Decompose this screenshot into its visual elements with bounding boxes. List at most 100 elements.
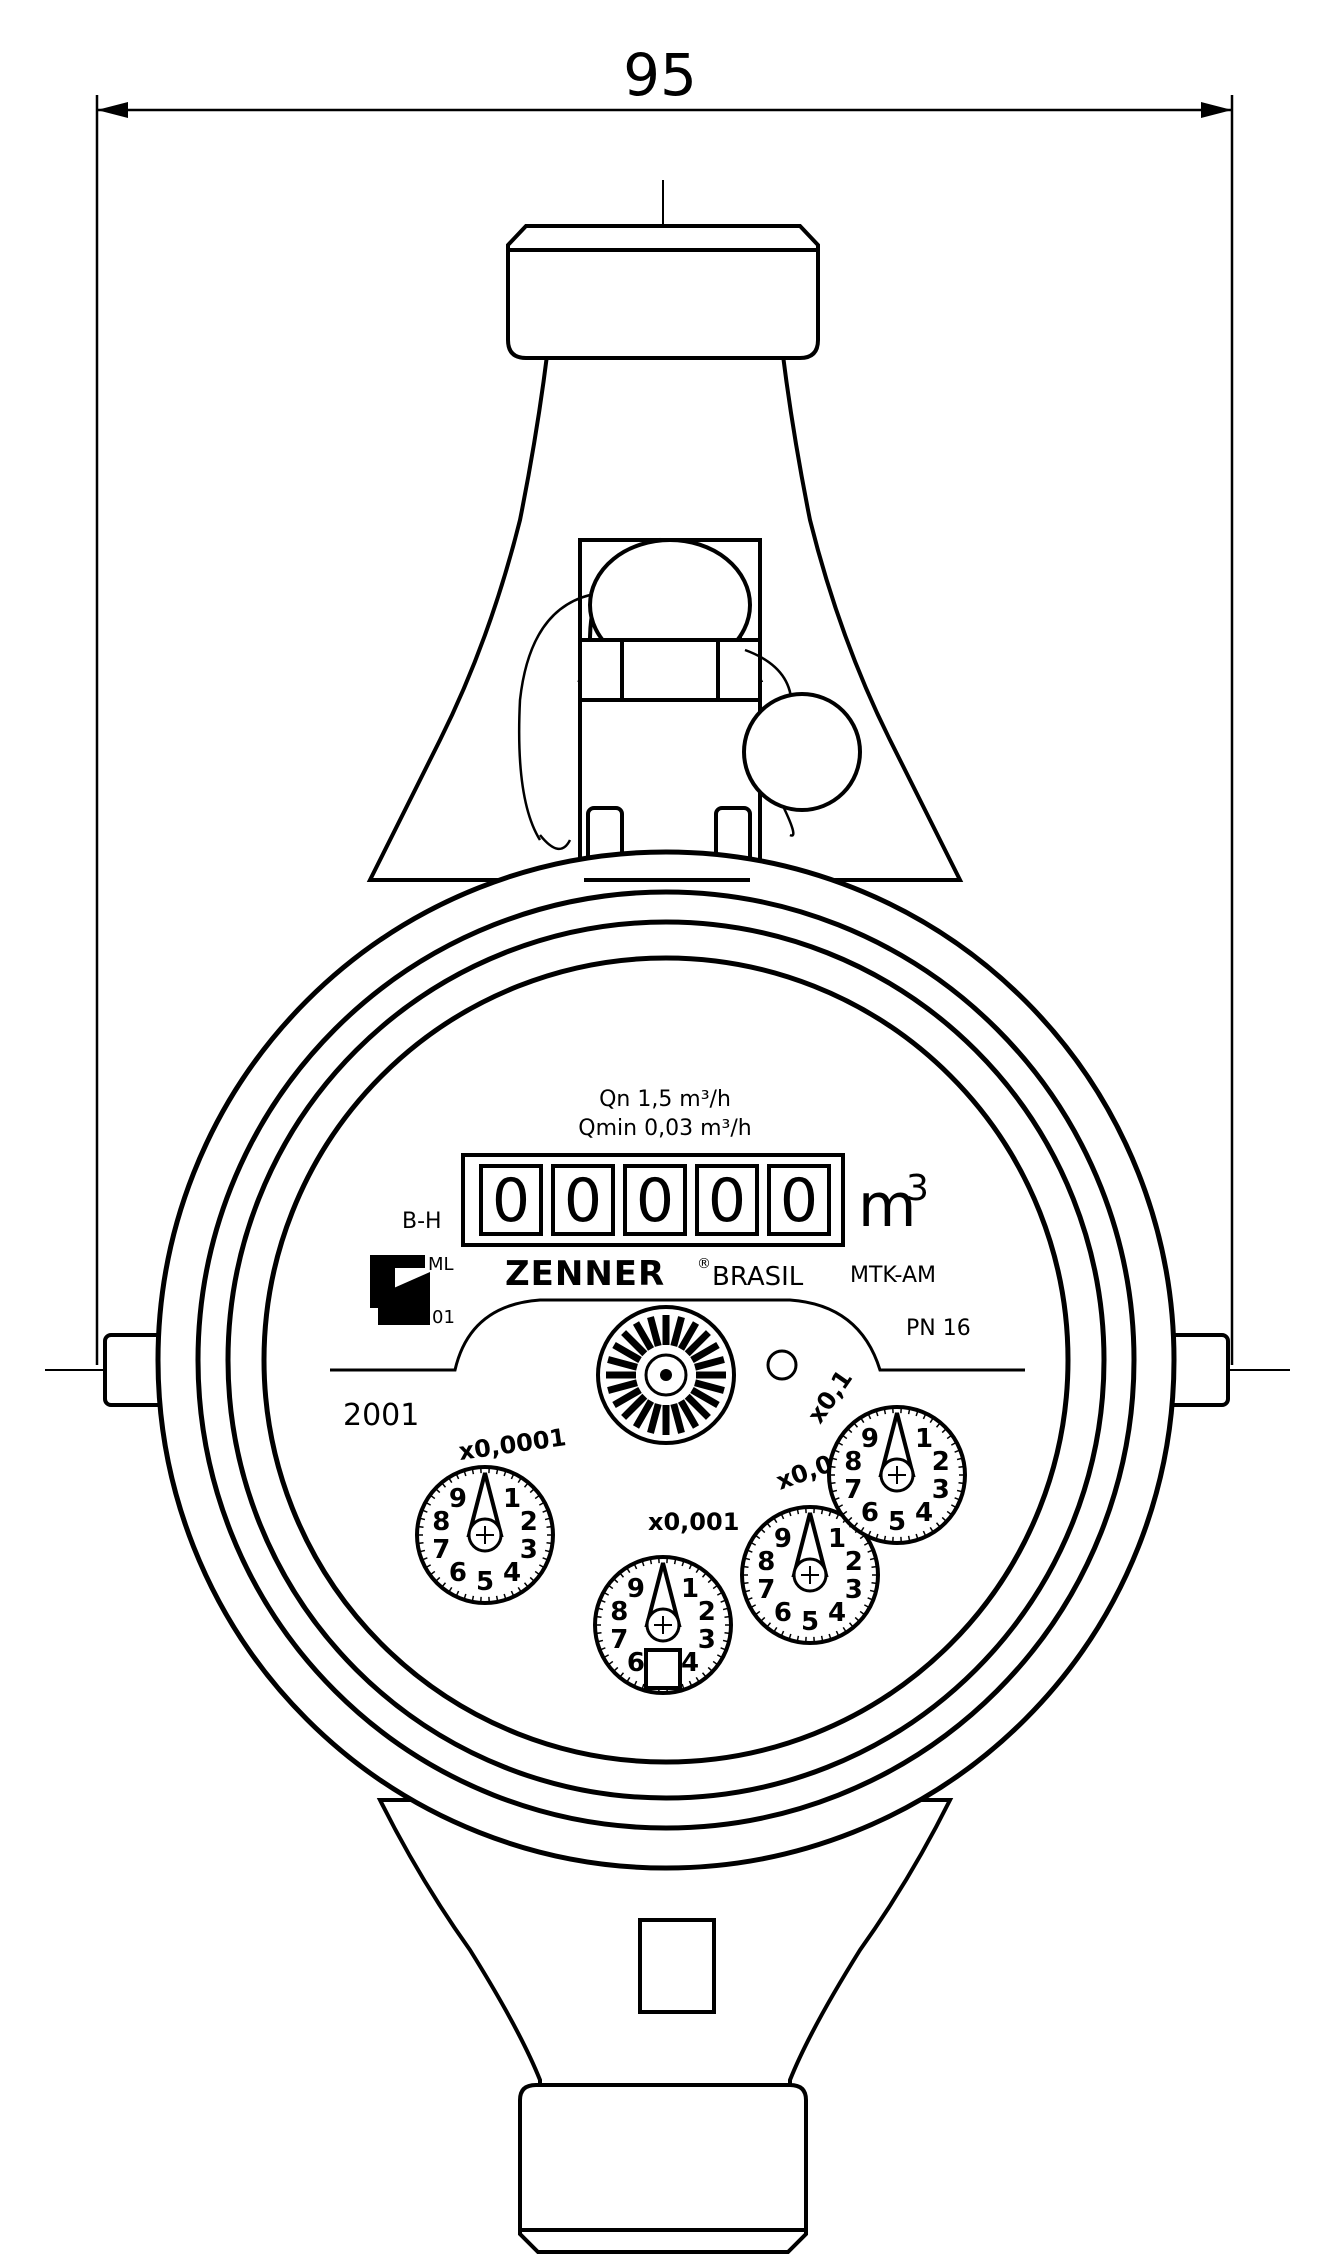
ml-approval-mark <box>370 1255 430 1325</box>
dial-tick <box>633 1563 638 1570</box>
dial-tick <box>859 1526 865 1533</box>
dial-tick <box>830 1489 838 1493</box>
dial-number: 3 <box>698 1625 716 1655</box>
dial-tick <box>434 1487 441 1494</box>
dial-tick <box>788 1510 792 1517</box>
dial-tick <box>837 1441 844 1446</box>
dial-tick <box>418 1517 426 1521</box>
dial-tick <box>742 1582 749 1585</box>
dial-tick <box>829 1482 836 1485</box>
star-wheel-tooth <box>670 1316 685 1347</box>
dial-tick <box>853 1522 859 1528</box>
dial-tick <box>619 1672 625 1678</box>
dial-tick <box>716 1591 723 1596</box>
dial-tick <box>759 1616 766 1623</box>
dial-tick <box>958 1482 965 1485</box>
dial-tick <box>954 1449 961 1453</box>
dial-tick <box>742 1565 749 1568</box>
dial-tick <box>681 1683 685 1690</box>
dial-tick <box>534 1570 541 1576</box>
dial-tick <box>447 1586 453 1593</box>
dial-tick <box>517 1586 523 1593</box>
dial-tick <box>701 1572 707 1578</box>
dial-tick <box>625 1676 631 1683</box>
dial-tick <box>915 1410 919 1417</box>
dial-tick <box>750 1541 757 1546</box>
dial-number: 2 <box>520 1507 538 1537</box>
dial-tick <box>869 1589 877 1593</box>
dial-tick <box>956 1457 964 1461</box>
star-wheel-tooth <box>621 1330 648 1357</box>
dial-number: 6 <box>774 1598 792 1628</box>
star-wheel-tooth <box>612 1341 642 1364</box>
dial-number: 1 <box>915 1424 933 1454</box>
ml-label: ML <box>428 1254 454 1275</box>
dial-tick <box>743 1589 751 1593</box>
dial-tick <box>695 1567 701 1574</box>
dial-tick <box>641 1683 645 1690</box>
star-wheel-tooth <box>647 1403 662 1434</box>
dial-tick <box>946 1510 953 1516</box>
dial-tick <box>796 1635 800 1642</box>
model-label: MTK-AM <box>850 1263 936 1288</box>
dial-tick <box>796 1508 800 1515</box>
dial-tick <box>529 1576 536 1583</box>
dial-number: 6 <box>627 1648 645 1678</box>
dial-tick <box>546 1542 553 1545</box>
dial-tick <box>929 1417 935 1424</box>
star-wheel-tooth <box>677 1399 700 1429</box>
dial-tick <box>441 1482 447 1488</box>
dial-tick <box>607 1584 614 1590</box>
dial-tick <box>455 1473 460 1480</box>
star-wheel-tooth <box>684 1393 711 1420</box>
dial-number: 2 <box>698 1597 716 1627</box>
dial-tick <box>871 1565 878 1568</box>
dial-tick <box>429 1494 436 1500</box>
dial-tick <box>841 1510 848 1516</box>
dial-number: 9 <box>449 1484 467 1514</box>
dial-tick <box>835 1513 840 1520</box>
dial-tick <box>743 1557 751 1561</box>
dial-number: 9 <box>774 1524 792 1554</box>
dial-tick <box>820 1635 824 1642</box>
dial-tick <box>503 1470 507 1477</box>
dial-tick <box>788 1633 792 1640</box>
seal-bolt <box>577 537 764 862</box>
dial-tick <box>529 1487 536 1494</box>
dial-tick <box>673 1558 677 1565</box>
dial-tick <box>833 1449 840 1453</box>
dial-number: 8 <box>610 1597 628 1627</box>
dial-tick <box>542 1509 549 1513</box>
star-wheel-tooth <box>612 1386 642 1409</box>
dial-tick <box>641 1560 645 1567</box>
dial-tick <box>517 1477 523 1484</box>
brand-name: ZENNER <box>505 1254 665 1294</box>
flow-star-wheel <box>596 1305 736 1445</box>
odometer-digit-box <box>479 1164 543 1236</box>
dial-tick <box>772 1626 778 1633</box>
dial-tick <box>841 1434 848 1440</box>
dial-number: 1 <box>828 1524 846 1554</box>
dial-tick <box>495 1468 499 1475</box>
upper-pipe-connector <box>506 224 820 360</box>
star-wheel-tooth <box>690 1386 720 1409</box>
dial-tick <box>766 1622 772 1628</box>
counter-unit: m <box>858 1171 916 1241</box>
dial-tick <box>922 1530 927 1537</box>
dial-tick <box>429 1570 436 1576</box>
dial-tick <box>941 1516 948 1523</box>
dial-tick <box>859 1417 865 1424</box>
dial-tick <box>695 1676 701 1683</box>
dimension-arrow-right <box>1201 102 1232 118</box>
dial-tick <box>421 1557 428 1561</box>
dial-tick <box>780 1630 785 1637</box>
dial-tick <box>820 1508 824 1515</box>
indicator-hole <box>766 1349 798 1381</box>
dial-tick <box>418 1549 426 1553</box>
code-01-label: 01 <box>432 1307 455 1328</box>
dial-tick <box>633 1680 638 1687</box>
dial-tick <box>447 1477 453 1484</box>
dial-tick <box>712 1584 719 1590</box>
dial-number: 4 <box>681 1648 699 1678</box>
